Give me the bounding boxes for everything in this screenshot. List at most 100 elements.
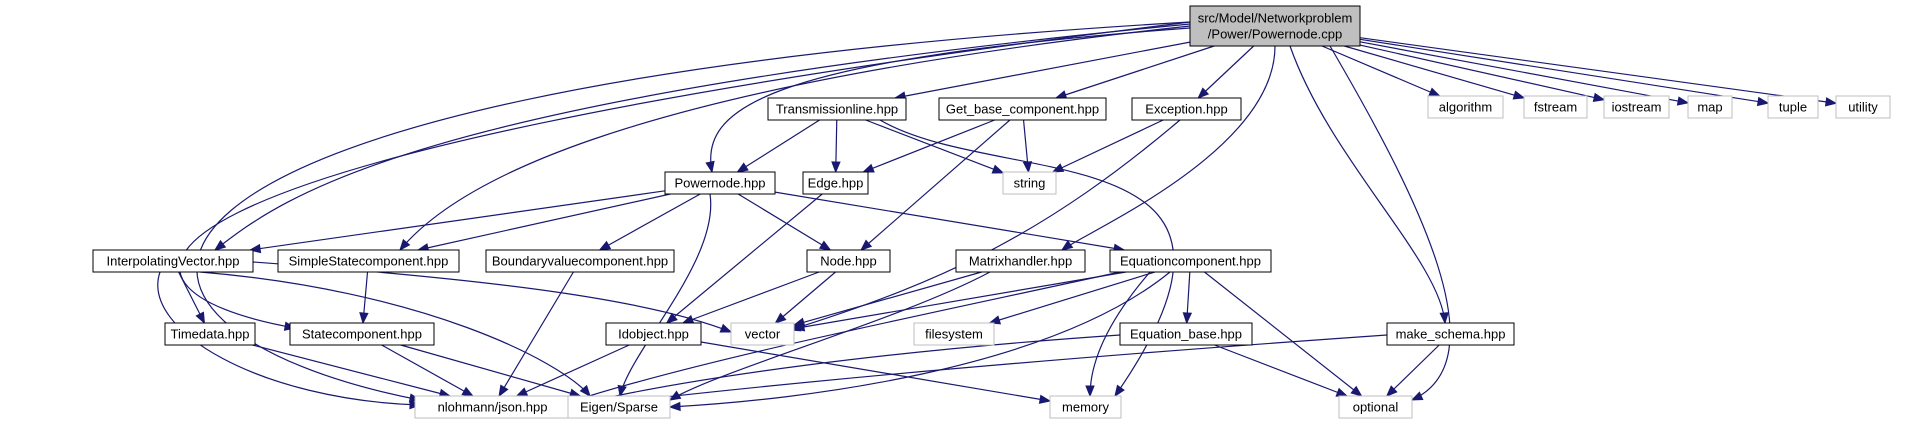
edge-arrowhead [1060,240,1074,251]
node-get-base[interactable]: Get_base_component.hpp [938,97,1107,121]
node-idobject[interactable]: Idobject.hpp [605,322,702,346]
edge-arrowhead [1824,97,1838,107]
node-box [1338,395,1413,419]
node-exception[interactable]: Exception.hpp [1131,97,1242,121]
edge-arrowhead [1676,96,1690,106]
node-label: algorithm [1439,100,1492,115]
node-box [485,249,675,273]
edge-arrowhead [1182,312,1193,325]
node-make-schema[interactable]: make_schema.hpp [1386,322,1515,346]
edge-equation_base-to-json [569,334,1121,407]
node-label: optional [1353,400,1399,415]
edge-equationcomp-to-filesystem [989,271,1156,324]
node-label: Get_base_component.hpp [946,102,1099,117]
edge-node-to-vector [775,271,836,324]
edge-boundary-to-json [498,271,574,397]
node-box [664,171,776,195]
node-interpvec[interactable]: InterpolatingVector.hpp [92,249,254,273]
edge-arrowhead [1428,87,1441,97]
edge-make_schema-to-json [569,334,1388,409]
edge-arrowhead [1114,384,1125,398]
node-utility: utility [1835,95,1891,119]
node-box [1109,249,1272,273]
edge-root-to-optional [1329,45,1451,401]
node-eigen: Eigen/Sparse [567,395,671,419]
edge-idobject-to-memory [700,341,1051,402]
node-label: Transmissionline.hpp [776,102,898,117]
node-statecomp[interactable]: Statecomponent.hpp [289,322,435,346]
edge-root-to-iostream [1359,44,1605,101]
edge-arrowhead [665,312,678,324]
node-node[interactable]: Node.hpp [806,249,891,273]
edge-equationcomp-to-json [569,271,1121,403]
node-label: Matrixhandler.hpp [969,254,1072,269]
node-equationcomp[interactable]: Equationcomponent.hpp [1109,249,1272,273]
edge-arrowhead [831,161,841,174]
edge-transmissionline-to-string [865,119,1004,174]
edge-arrowhead [195,311,206,325]
edge-arrowhead [862,163,875,173]
node-box [938,97,1107,121]
edge-root-to-make_schema [1289,45,1446,324]
edge-arrowhead [1410,391,1424,401]
node-label: Edge.hpp [808,176,864,191]
node-timedata[interactable]: Timedata.hpp [164,322,256,346]
node-box [1386,322,1515,346]
edge-matrixhandler-to-eigen [669,271,991,401]
node-fstream: fstream [1523,95,1588,119]
node-powernode-hpp[interactable]: Powernode.hpp [664,171,776,195]
node-label: InterpolatingVector.hpp [107,254,240,269]
edge-arrowhead [991,164,1005,174]
edge-statecomp-to-json [381,344,474,397]
node-map: map [1687,95,1733,119]
node-simplestate[interactable]: SimpleStatecomponent.hpp [277,249,460,273]
node-box [1687,95,1733,119]
edge-get_base-to-edge [863,119,995,173]
edge-root-to-json [196,21,1191,401]
edge-equationcomp-to-eigen [669,271,1171,408]
node-box [730,322,795,346]
node-box [1523,95,1588,119]
edge-arrowhead [359,312,369,325]
edge-root-to-map [1359,41,1689,104]
node-label: SimpleStatecomponent.hpp [289,254,449,269]
node-boundary[interactable]: Boundaryvaluecomponent.hpp [485,249,675,273]
edge-powernode_hpp-to-node [737,193,831,251]
edge-transmissionline-to-powernode_hpp [737,119,820,173]
node-box [802,171,869,195]
edge-arrowhead [1756,96,1770,107]
node-root[interactable]: src/Model/Networkproblem/Power/Powernode… [1189,5,1361,47]
node-edge[interactable]: Edge.hpp [802,171,869,195]
edge-powernode_hpp-to-equationcomp [774,191,1125,251]
node-optional: optional [1338,395,1413,419]
edge-arrowhead [598,240,612,251]
node-label: /Power/Powernode.cpp [1208,27,1342,42]
edge-root-to-tuple [1359,38,1769,104]
edge-timedata-to-json [252,344,451,397]
node-equation-base[interactable]: Equation_base.hpp [1119,322,1253,346]
edge-arrowhead [1385,385,1398,397]
edge-arrowhead [668,401,681,412]
node-label: map [1697,100,1722,115]
edge-arrowhead [1439,312,1449,325]
edge-arrowhead [1335,387,1349,397]
edge-arrowhead [579,384,591,398]
edge-root-to-exception [1197,45,1255,99]
node-box [913,322,995,346]
edge-root-to-matrixhandler [1061,45,1276,251]
node-box [92,249,254,273]
node-tuple: tuple [1767,95,1819,119]
node-transmissionline[interactable]: Transmissionline.hpp [767,97,907,121]
edge-arrowhead [736,162,749,173]
node-vector: vector [730,322,795,346]
edge-arrowhead [1197,87,1210,99]
node-matrixhandler[interactable]: Matrixhandler.hpp [955,249,1086,273]
edge-statecomp-to-eigen [400,344,581,397]
edge-equationcomp-to-vector [793,271,1127,330]
node-box [955,249,1086,273]
edge-arrowhead [860,239,873,251]
edge-powernode_hpp-to-eigen [619,193,712,397]
node-iostream: iostream [1603,95,1670,119]
edge-arrowhead [1051,163,1065,173]
edge-idobject-to-json [516,344,630,397]
